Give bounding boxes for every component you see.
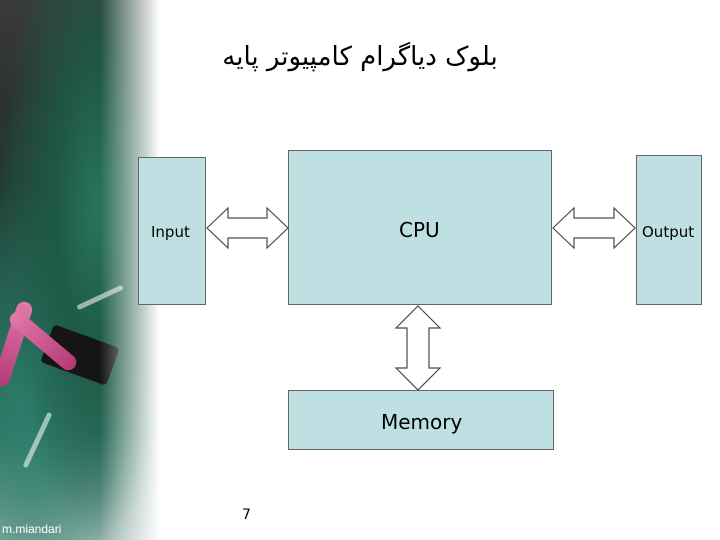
author-name: m.miandari xyxy=(2,522,62,536)
memory-box: Memory xyxy=(288,390,554,450)
page-number: 7 xyxy=(242,507,251,523)
input-cpu-arrow xyxy=(206,206,289,250)
cpu-box: CPU xyxy=(288,150,552,305)
cpu-label: CPU xyxy=(399,218,440,242)
output-box: Output xyxy=(636,155,702,305)
output-label: Output xyxy=(642,223,695,241)
cpu-memory-arrow xyxy=(394,305,442,391)
input-label: Input xyxy=(151,223,190,241)
cpu-output-arrow xyxy=(552,206,636,250)
memory-label: Memory xyxy=(381,410,463,434)
slide-title: بلوک دیاگرام کامپیوتر پایه xyxy=(222,42,498,72)
input-box: Input xyxy=(138,157,206,305)
